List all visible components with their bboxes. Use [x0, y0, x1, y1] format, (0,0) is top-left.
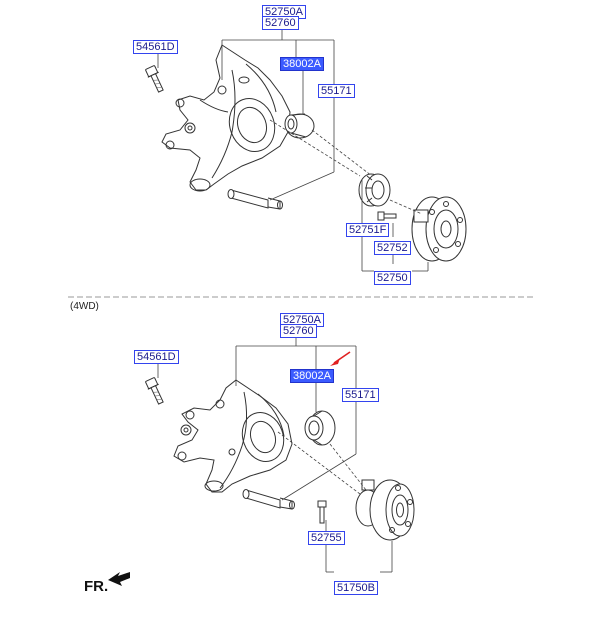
front-arrow-icon: [108, 572, 130, 586]
top-assembly: [143, 44, 467, 262]
bottom-knuckle-part: [173, 379, 293, 493]
label-top-54561d[interactable]: 54561D: [133, 40, 178, 54]
label-bottom-54561d[interactable]: 54561D: [134, 350, 179, 364]
red-arrow-icon: [330, 351, 351, 366]
label-top-52751f[interactable]: 52751F: [346, 223, 390, 237]
label-bottom-38002a[interactable]: 38002A: [290, 369, 334, 383]
top-hub-part: [411, 196, 467, 262]
bottom-leaders: [157, 334, 393, 573]
bottom-bushing-part: [304, 410, 336, 446]
top-knuckle-part: [161, 44, 291, 192]
label-bottom-51750b[interactable]: 51750B: [334, 581, 378, 595]
label-top-52750[interactable]: 52750: [374, 271, 411, 285]
bottom-bolt-part: [143, 376, 167, 407]
label-bottom-55171[interactable]: 55171: [342, 388, 379, 402]
top-bolt-part: [143, 64, 167, 95]
top-small-bolt-part: [377, 211, 397, 221]
bottom-hub-bolt-part: [317, 500, 327, 524]
label-top-52750a[interactable]: 52750A: [262, 5, 306, 19]
front-indicator-label: FR.: [84, 578, 109, 595]
top-pin-part: [227, 189, 283, 210]
top-cap-part: [358, 173, 391, 207]
bottom-pin-part: [242, 489, 295, 510]
label-bottom-52750a[interactable]: 52750A: [280, 313, 324, 327]
label-top-55171[interactable]: 55171: [318, 84, 355, 98]
label-top-52760[interactable]: 52760: [262, 16, 299, 30]
label-bottom-52760[interactable]: 52760: [280, 324, 317, 338]
top-bushing-part: [284, 113, 315, 139]
bottom-hub-part: [355, 479, 415, 541]
variant-note-4wd: (4WD): [70, 301, 99, 312]
top-leaders: [157, 28, 429, 272]
label-bottom-52755[interactable]: 52755: [308, 531, 345, 545]
label-top-38002a[interactable]: 38002A: [280, 57, 324, 71]
label-top-52752[interactable]: 52752: [374, 241, 411, 255]
